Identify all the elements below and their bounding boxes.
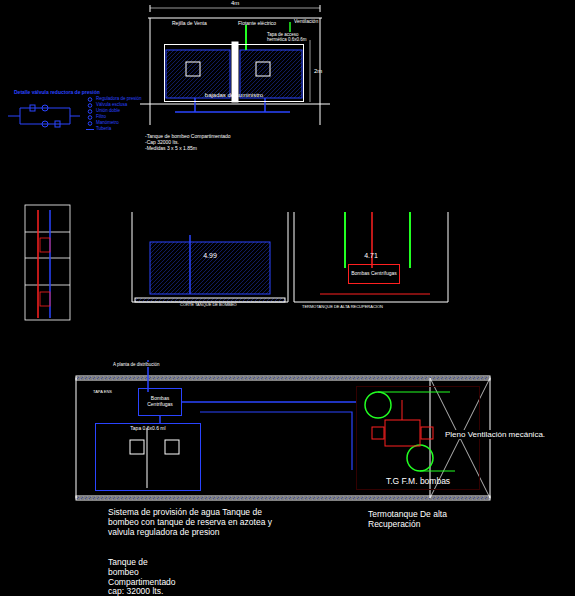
legend-text: Unión doble — [96, 108, 120, 113]
equipment-box: Tapa 0.6x0.6 ml — [95, 423, 201, 491]
node-text: 4.71 — [364, 252, 378, 260]
annotation-label: -Tanque de bombeo Compartimentado — [145, 134, 231, 140]
equipment-box: bajadas de suministro — [164, 44, 304, 102]
legend-text: Tubería — [96, 126, 111, 131]
equipment-box: 4.99 — [134, 214, 286, 298]
annotation-label: TERMOTANQUE DE ALTA RECUPERACION — [302, 305, 383, 310]
side-elevation — [25, 205, 70, 320]
node-text: bajadas de suministro — [205, 92, 263, 99]
annotation-label: Detalle válvula reductora de presión — [14, 90, 100, 96]
legend-text: Válvula esclusa — [96, 102, 127, 107]
equipment-box: 4.71Bombas Centrífugas — [296, 214, 446, 298]
legend-text: Reguladora de presión — [96, 96, 142, 101]
annotation-label: TAPA ENS — [92, 390, 113, 395]
legend-sample — [86, 109, 94, 114]
plan-room — [76, 360, 490, 500]
annotation-label: 2m — [314, 68, 322, 75]
annotation-label: -Medidas 3 x 5 x 1.85m — [145, 146, 197, 152]
equipment-box: Bombas Centrífugas — [348, 264, 400, 284]
equipment-box: Bombas Centrifugas — [138, 388, 182, 416]
annotation-label: Rejilla de Venta — [172, 21, 207, 27]
node-text: T.G F.M. bombas — [386, 477, 450, 487]
water-pipe — [182, 401, 356, 403]
node-text: Bombas Centrífugas — [351, 271, 397, 277]
diagram-title: Sistema de provisión de agua Tanque de b… — [108, 508, 280, 537]
annotation-label: Ventilación — [294, 19, 318, 25]
annotation-label: A planta de distribución — [112, 362, 164, 367]
legend-sample — [86, 97, 94, 102]
valve-detail — [8, 105, 80, 127]
annotation-label: CORTE TANQUE DE BOMBEO — [180, 303, 237, 308]
water-pipe — [159, 416, 161, 423]
annotation-label: Tanque de bombeo Compartimentado cap: 32… — [108, 558, 180, 596]
annotation-label: 4m — [231, 0, 239, 7]
annotation-label: Termotanque De alta Recuperación — [368, 510, 468, 530]
legend-sample — [86, 121, 94, 126]
node-text: Bombas Centrifugas — [141, 396, 179, 408]
legend-sample — [86, 127, 94, 132]
annotation-label: -Cap 32000 lts. — [145, 140, 179, 146]
annotation-label: Tapa de acceso hermética 0.6x0.6m — [266, 32, 308, 42]
annotation-label: Flotante eléctrico — [238, 21, 276, 27]
legend-sample — [86, 103, 94, 108]
top-section — [140, 5, 330, 125]
legend-text: Filtro — [96, 114, 106, 119]
section-walls — [132, 212, 448, 302]
node-text: Tapa 0.6x0.6 ml — [130, 426, 165, 432]
legend-sample — [86, 115, 94, 120]
legend-text: Manómetro — [96, 120, 119, 125]
annotation-label: Pleno Ventilación mecánica. — [444, 430, 546, 439]
node-text: 4.99 — [203, 252, 217, 260]
